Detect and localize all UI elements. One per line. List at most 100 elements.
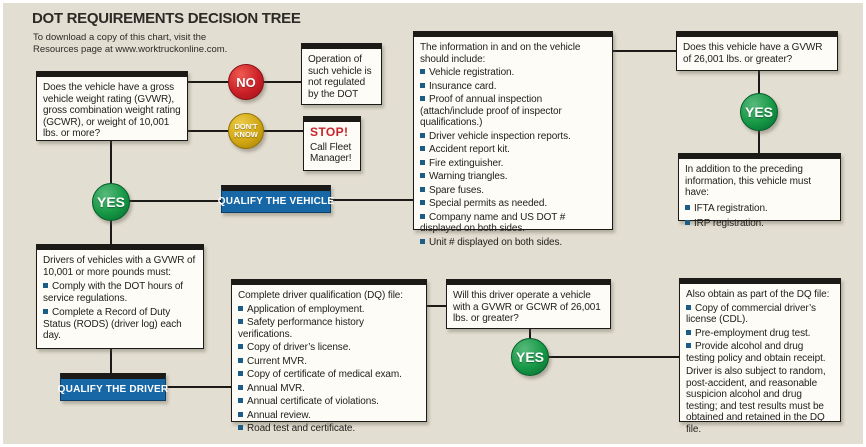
bullet-square-icon bbox=[686, 343, 691, 348]
bullet-text: Proof of annual inspection (attach/inclu… bbox=[420, 94, 562, 128]
list-item: Proof of annual inspection (attach/inclu… bbox=[420, 94, 606, 129]
bullet-square-icon bbox=[420, 82, 425, 88]
bullet-text: Current MVR. bbox=[247, 355, 307, 367]
list-item: Annual review. bbox=[238, 410, 420, 422]
bullet-text: Unit # displayed on both sides. bbox=[429, 236, 563, 248]
bullet-square-icon bbox=[420, 200, 425, 205]
connector-dq-to-q3 bbox=[427, 305, 447, 307]
list-item: IFTA registration. bbox=[685, 203, 834, 215]
connector-info-to-q2 bbox=[613, 50, 678, 52]
bullet-text: Annual review. bbox=[247, 409, 311, 421]
bullet-text: Copy of commercial driver’s license (CDL… bbox=[686, 302, 816, 326]
list-item: Copy of commercial driver’s license (CDL… bbox=[686, 303, 834, 326]
bullet-square-icon bbox=[420, 238, 425, 244]
bullet-square-icon bbox=[686, 304, 691, 310]
bullet-text: IFTA registration. bbox=[694, 202, 768, 214]
bullet-square-icon bbox=[238, 425, 243, 430]
node-vehicle-26001-question-text: Does this vehicle have a GVWR of 26,001 … bbox=[683, 42, 823, 65]
list-item: IRP registration. bbox=[685, 218, 834, 230]
node-vehicle-info: The information in and on the vehicle sh… bbox=[413, 31, 613, 248]
node-addition: In addition to the preceding information… bbox=[678, 153, 841, 229]
vehicle-info-intro: The information in and on the vehicle sh… bbox=[420, 42, 581, 65]
bullet-text: Safety performance history verifications… bbox=[238, 317, 364, 340]
page-title: DOT REQUIREMENTS DECISION TREE bbox=[32, 10, 301, 27]
list-item: Provide alcohol and drug testing policy … bbox=[686, 341, 834, 364]
stop-body: Call Fleet Manager! bbox=[310, 141, 352, 165]
bullet-square-icon bbox=[238, 398, 243, 403]
bullet-text: Annual certificate of violations. bbox=[247, 396, 379, 407]
bullet-text: Fire extinguisher. bbox=[429, 157, 504, 169]
bullet-square-icon bbox=[420, 159, 425, 165]
bullet-text: Comply with the DOT hours of service reg… bbox=[43, 281, 183, 304]
yes-badge-left: YES bbox=[92, 183, 130, 221]
node-not-regulated: Operation of such vehicle is not regulat… bbox=[301, 43, 382, 105]
bullet-square-icon bbox=[420, 186, 425, 192]
bullet-square-icon bbox=[238, 344, 243, 349]
bullet-text: Copy of certificate of medical exam. bbox=[247, 369, 402, 380]
bullet-text: Copy of driver’s license. bbox=[247, 342, 351, 353]
list-item: Insurance card. bbox=[420, 81, 606, 93]
drivers-intro: Drivers of vehicles with a GVWR of 10,00… bbox=[43, 255, 196, 278]
bullet-square-icon bbox=[238, 384, 243, 390]
list-item: Accident report kit. bbox=[420, 144, 606, 156]
connector-qualify-vehicle-to-info bbox=[331, 199, 415, 201]
list-item: Annual MVR. bbox=[238, 383, 420, 395]
bullet-text: Annual MVR. bbox=[247, 382, 305, 394]
node-vehicle-26001-question: Does this vehicle have a GVWR of 26,001 … bbox=[676, 31, 838, 71]
connector-yes-to-qualify-vehicle bbox=[111, 200, 223, 202]
list-item: Unit # displayed on both sides. bbox=[420, 237, 606, 249]
bullet-square-icon bbox=[420, 146, 425, 151]
list-item: Fire extinguisher. bbox=[420, 158, 606, 170]
node-driver-26001-question: Will this driver operate a vehicle with … bbox=[446, 279, 611, 329]
qualify-the-driver-banner: QUALIFY THE DRIVER bbox=[57, 373, 169, 401]
bullet-square-icon bbox=[420, 173, 425, 178]
node-also-obtain: Also obtain as part of the DQ file: Copy… bbox=[679, 278, 841, 435]
bullet-square-icon bbox=[43, 283, 48, 288]
node-stop: STOP! Call Fleet Manager! bbox=[303, 116, 361, 171]
bullet-square-icon bbox=[685, 220, 690, 225]
list-item: Company name and US DOT # displayed on b… bbox=[420, 212, 606, 235]
bullet-text: Road test and certificate. bbox=[247, 423, 356, 434]
subtitle-line-2: Resources page at www.worktruckonline.co… bbox=[33, 44, 228, 55]
bullet-square-icon bbox=[238, 411, 243, 417]
list-item: Application of employment. bbox=[238, 304, 420, 316]
bullet-text: Warning triangles. bbox=[429, 171, 508, 182]
yes-badge-bottom: YES bbox=[511, 338, 549, 376]
yes-badge-bottom-label: YES bbox=[515, 349, 544, 365]
bullet-square-icon bbox=[420, 69, 425, 74]
connector-drivers-to-qualify-driver bbox=[110, 349, 112, 375]
no-badge-label: NO bbox=[236, 74, 256, 90]
list-item: Special permits as needed. bbox=[420, 198, 606, 210]
connector-qualify-driver-to-dq bbox=[166, 386, 232, 388]
list-item: Spare fuses. bbox=[420, 185, 606, 197]
bullet-text: Spare fuses. bbox=[429, 184, 484, 196]
node-gvwr-question: Does the vehicle have a gross vehicle we… bbox=[36, 71, 188, 141]
node-gvwr-question-text: Does the vehicle have a gross vehicle we… bbox=[43, 82, 181, 139]
bullet-text: Insurance card. bbox=[429, 80, 497, 92]
list-item: Driver vehicle inspection reports. bbox=[420, 131, 606, 143]
node-driver-26001-question-text: Will this driver operate a vehicle with … bbox=[453, 290, 601, 324]
bullet-square-icon bbox=[420, 213, 425, 219]
dont-know-badge: DON'T KNOW bbox=[228, 113, 264, 149]
bullet-square-icon bbox=[43, 309, 48, 314]
list-item: Comply with the DOT hours of service reg… bbox=[43, 281, 197, 304]
list-item: Road test and certificate. bbox=[238, 423, 420, 435]
list-item: Vehicle registration. bbox=[420, 67, 606, 79]
dont-know-badge-label: DON'T KNOW bbox=[234, 121, 258, 140]
bullet-text: Driver vehicle inspection reports. bbox=[429, 130, 571, 142]
bullet-text: Pre-employment drug test. bbox=[695, 327, 811, 339]
dont-know-line2: KNOW bbox=[234, 130, 258, 139]
bullet-square-icon bbox=[420, 132, 425, 138]
bullet-text: Vehicle registration. bbox=[429, 67, 515, 78]
no-badge: NO bbox=[228, 64, 264, 100]
addition-intro: In addition to the preceding information… bbox=[685, 164, 811, 198]
list-item: Complete a Record of Duty Status (RODS) … bbox=[43, 307, 197, 342]
dont-know-line1: DON'T bbox=[234, 121, 258, 131]
bullet-text: Complete a Record of Duty Status (RODS) … bbox=[43, 307, 182, 341]
qualify-the-driver-label: QUALIFY THE DRIVER bbox=[57, 384, 169, 395]
list-item: Current MVR. bbox=[238, 356, 420, 368]
bullet-text: IRP registration. bbox=[694, 218, 764, 229]
node-dq-file: Complete driver qualification (DQ) file:… bbox=[231, 279, 427, 434]
bullet-text: Special permits as needed. bbox=[429, 198, 548, 209]
bullet-text: Application of employment. bbox=[247, 303, 365, 315]
